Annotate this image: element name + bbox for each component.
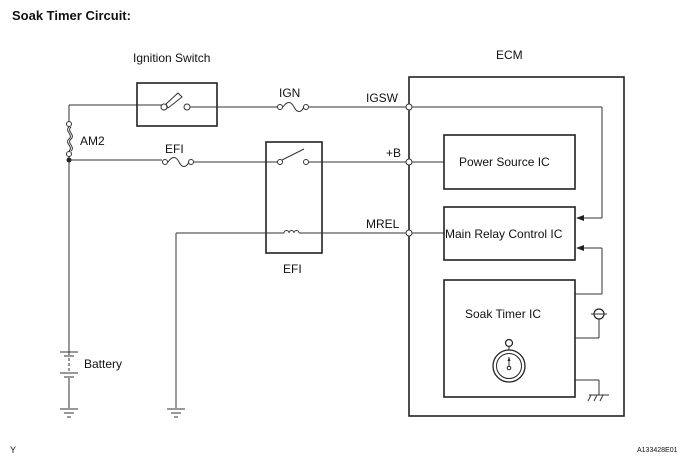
- footer-left-mark: Y: [10, 445, 16, 455]
- mrel-terminal-label: MREL: [366, 217, 400, 231]
- igsw-terminal-label: IGSW: [366, 91, 399, 105]
- battery-label: Battery: [84, 357, 122, 371]
- am2-fuse-icon: [66, 121, 73, 163]
- main-relay-control-ic: [412, 206, 576, 261]
- soak-timer-feedback-wire: [575, 245, 603, 295]
- ign-wire: [217, 102, 406, 112]
- stopwatch-icon: [492, 338, 526, 383]
- diagram-title: Soak Timer Circuit:: [12, 8, 131, 23]
- battery-icon: [60, 351, 78, 418]
- chassis-ground-icon: [575, 379, 609, 402]
- igsw-internal-wire: [412, 106, 603, 221]
- efi-wire: [69, 157, 266, 167]
- mrel-terminal: [405, 229, 413, 237]
- ign-fuse-label: IGN: [279, 86, 300, 100]
- backup-power-icon: [575, 308, 607, 339]
- efi-fuse-label: EFI: [165, 142, 184, 156]
- left-bus-wire: [68, 104, 138, 355]
- igsw-terminal: [405, 103, 413, 111]
- mrel-ground-wire: [167, 233, 185, 418]
- figure-id: A133428E01: [637, 447, 678, 454]
- power-source-ic-label: Power Source IC: [459, 155, 550, 169]
- am2-label: AM2: [80, 134, 105, 148]
- ecm-label: ECM: [496, 48, 523, 62]
- efi-relay-icon: [176, 141, 406, 254]
- ecm-box: [408, 76, 625, 417]
- ignition-switch-label: Ignition Switch: [133, 51, 210, 65]
- ignition-switch-icon: [136, 82, 218, 127]
- plus-b-terminal: [405, 158, 413, 166]
- efi-relay-label: EFI: [283, 262, 302, 276]
- main-relay-control-ic-label: Main Relay Control IC: [445, 227, 563, 241]
- plus-b-terminal-label: +B: [386, 146, 401, 160]
- power-source-ic: [412, 134, 576, 190]
- soak-timer-ic-label: Soak Timer IC: [465, 307, 541, 321]
